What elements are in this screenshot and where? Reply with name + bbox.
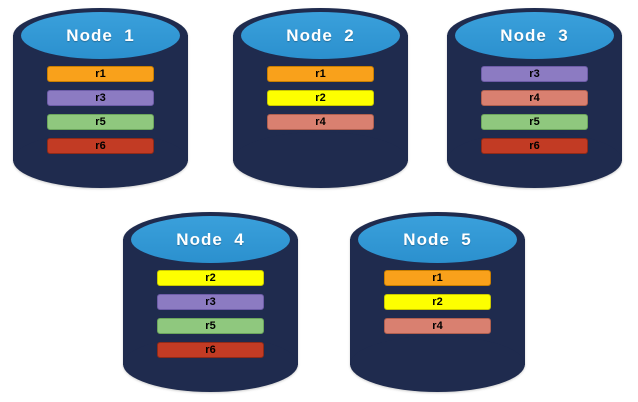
replica-label: r4 <box>315 115 326 128</box>
replica-label: r3 <box>205 295 216 308</box>
replica-bar-r1: r1 <box>384 270 491 286</box>
replica-label: r3 <box>529 67 540 80</box>
replica-bar-list: r1 r2 r4 <box>350 270 525 334</box>
cylinder-cap: Node 3 <box>455 12 614 59</box>
replica-bar-r2: r2 <box>267 90 374 106</box>
replica-label: r4 <box>432 319 443 332</box>
replica-label: r1 <box>315 67 326 80</box>
node-title: Node 1 <box>66 25 135 45</box>
replica-bar-r2: r2 <box>384 294 491 310</box>
replica-label: r4 <box>529 91 540 104</box>
replica-bar-list: r2 r3 r5 r6 <box>123 270 298 358</box>
replica-label: r6 <box>529 139 540 152</box>
node-4-cylinder: Node 4 r2 r3 r5 r6 <box>123 212 298 392</box>
replica-label: r5 <box>529 115 540 128</box>
node-title: Node 3 <box>500 25 569 45</box>
replica-bar-r5: r5 <box>481 114 588 130</box>
replica-bar-r6: r6 <box>157 342 264 358</box>
replica-bar-r2: r2 <box>157 270 264 286</box>
replica-bar-r3: r3 <box>47 90 154 106</box>
replica-bar-r3: r3 <box>157 294 264 310</box>
replica-bar-list: r3 r4 r5 r6 <box>447 66 622 154</box>
node-5-cylinder: Node 5 r1 r2 r4 <box>350 212 525 392</box>
replica-bar-list: r1 r2 r4 <box>233 66 408 130</box>
replica-bar-r4: r4 <box>384 318 491 334</box>
replica-bar-r5: r5 <box>47 114 154 130</box>
cylinder-cap: Node 5 <box>358 216 517 263</box>
replica-label: r5 <box>205 319 216 332</box>
replica-bar-r5: r5 <box>157 318 264 334</box>
replica-bar-r1: r1 <box>267 66 374 82</box>
replica-label: r1 <box>432 271 443 284</box>
node-3-cylinder: Node 3 r3 r4 r5 r6 <box>447 8 622 188</box>
replica-label: r5 <box>95 115 106 128</box>
replica-label: r2 <box>432 295 443 308</box>
replica-label: r3 <box>95 91 106 104</box>
replica-bar-list: r1 r3 r5 r6 <box>13 66 188 154</box>
cylinder-bottom-ellipse <box>233 132 408 188</box>
replica-bar-r1: r1 <box>47 66 154 82</box>
node-title: Node 5 <box>403 229 472 249</box>
cylinder-cap: Node 1 <box>21 12 180 59</box>
replica-label: r1 <box>95 67 106 80</box>
node-title: Node 4 <box>176 229 245 249</box>
node-1-cylinder: Node 1 r1 r3 r5 r6 <box>13 8 188 188</box>
cylinder-cap: Node 2 <box>241 12 400 59</box>
replica-bar-r6: r6 <box>481 138 588 154</box>
replica-bar-r6: r6 <box>47 138 154 154</box>
replica-bar-r4: r4 <box>481 90 588 106</box>
replica-bar-r4: r4 <box>267 114 374 130</box>
cylinder-cap: Node 4 <box>131 216 290 263</box>
replica-label: r6 <box>205 343 216 356</box>
node-2-cylinder: Node 2 r1 r2 r4 <box>233 8 408 188</box>
cylinder-bottom-ellipse <box>350 336 525 392</box>
node-title: Node 2 <box>286 25 355 45</box>
replica-label: r2 <box>315 91 326 104</box>
replica-bar-r3: r3 <box>481 66 588 82</box>
replica-label: r2 <box>205 271 216 284</box>
replica-label: r6 <box>95 139 106 152</box>
